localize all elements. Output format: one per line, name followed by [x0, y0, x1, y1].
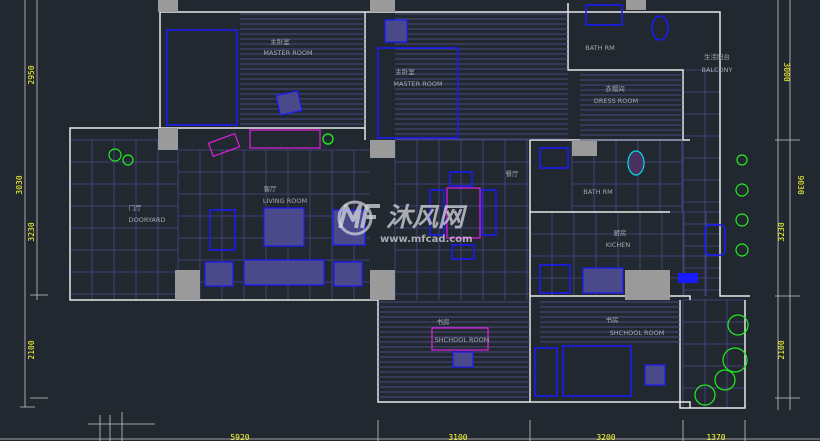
toilet-1	[651, 15, 669, 41]
kitchen-sink	[704, 224, 726, 256]
label-balcony-en: BALCONY	[701, 66, 732, 74]
label-school-room-1-cn: 书房	[437, 317, 450, 326]
label-master-room-1-en: MASTER ROOM	[263, 49, 312, 57]
dim-left-2: 3030	[15, 175, 24, 194]
dim-bottom-1: 5920	[230, 433, 249, 441]
label-school-room-2-en: SHCHOOL ROOM	[610, 329, 665, 337]
room-labels: 主卧室 MASTER ROOM 主卧室 MASTER ROOM BATH RM …	[129, 37, 733, 344]
label-dining-cn: 餐厅	[506, 169, 520, 178]
label-living-room-cn: 客厅	[264, 184, 278, 193]
chair	[275, 90, 303, 116]
label-bath-rm-1: BATH RM	[585, 44, 614, 52]
dim-right-3: 3230	[777, 222, 786, 241]
watermark-logo-icon	[337, 200, 380, 236]
desk-chair-2	[644, 364, 666, 386]
label-bath-rm-2: BATH RM	[583, 188, 612, 196]
label-balcony-cn: 生活阳台	[704, 52, 730, 61]
label-dress-room-en: DRESS ROOM	[594, 97, 638, 105]
label-dooryard-en: DOORYARD	[129, 216, 166, 224]
dim-right-1: 3000	[782, 62, 791, 81]
single-bed	[562, 345, 632, 397]
dim-left-4: 2100	[27, 340, 36, 359]
watermark-text: 沐风网	[386, 203, 468, 233]
wardrobe	[534, 347, 558, 397]
label-school-room-1-en: SHCHOOL ROOM	[435, 336, 490, 344]
tv-cabinet	[249, 129, 321, 149]
label-kitchen-cn: 厨房	[614, 228, 627, 237]
dining-chair	[449, 171, 473, 187]
desk-chair-1	[452, 351, 474, 368]
dim-right-2: 9030	[796, 175, 805, 194]
dining-table	[446, 187, 481, 239]
master-bed-2	[377, 47, 459, 139]
floor-hatching	[240, 13, 683, 398]
coffee-table	[263, 207, 305, 247]
side-table	[384, 19, 408, 43]
fridge	[539, 264, 571, 294]
armchair-right	[333, 261, 363, 287]
tv-stand	[209, 209, 236, 251]
bath-sink-2	[539, 147, 569, 169]
toilet-2	[627, 150, 645, 176]
dim-bottom-3: 3200	[596, 433, 615, 441]
plant-pot	[322, 133, 334, 145]
watermark: 沐风网 www.mfcad.com	[337, 200, 473, 245]
dim-left-3: 3230	[27, 222, 36, 241]
sofa	[243, 259, 325, 286]
dining-chair	[481, 189, 497, 236]
stove	[582, 267, 624, 294]
watermark-url: www.mfcad.com	[380, 234, 473, 245]
dining-chair	[451, 244, 475, 260]
label-dooryard-cn: 门厅	[129, 203, 143, 212]
label-master-room-2-cn: 主卧室	[395, 67, 415, 76]
dim-right-4: 2100	[777, 340, 786, 359]
dim-bottom-2: 3100	[448, 433, 467, 441]
ac-unit	[207, 132, 241, 158]
dining-chair	[429, 189, 445, 236]
label-school-room-2-cn: 书房	[606, 315, 619, 324]
plants	[108, 148, 749, 406]
label-living-room-en: LIVING ROOM	[263, 197, 307, 205]
dim-left-1: 2950	[27, 65, 36, 84]
label-kitchen-en: KICHEN	[606, 241, 631, 249]
master-bed-1	[166, 29, 238, 126]
dim-bottom-4: 1370	[706, 433, 725, 441]
appliance	[678, 273, 698, 283]
armchair-left	[204, 261, 234, 287]
desk-1	[431, 327, 489, 351]
label-dress-room-cn: 衣帽间	[605, 84, 625, 93]
bath-sink-1	[585, 4, 623, 26]
label-master-room-1-cn: 主卧室	[270, 37, 290, 46]
columns	[158, 0, 670, 300]
label-master-room-2-en: MASTER ROOM	[393, 80, 442, 88]
